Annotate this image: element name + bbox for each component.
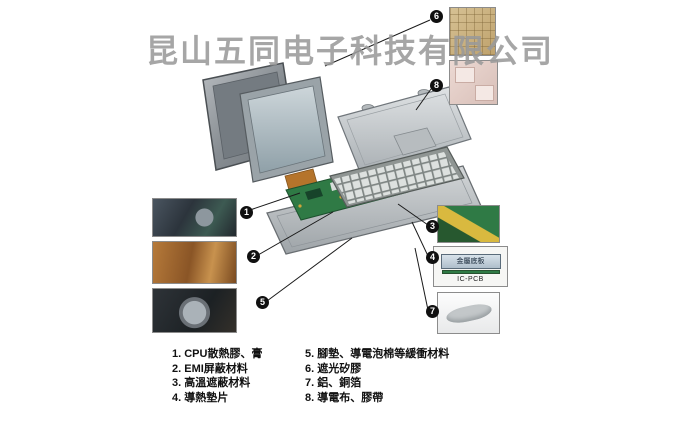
legend-item-6: 6. 遮光矽膠 [305,362,362,375]
callout-number: 2 [250,251,256,261]
callout-3: 3 [426,220,439,233]
callout-number: 4 [429,252,435,262]
callout-1: 1 [240,206,253,219]
legend-item-5: 5. 腳墊、導電泡棉等緩衝材料 [305,348,450,360]
photo-conductive-tape-pads [449,60,498,105]
top-case [337,86,472,173]
callout-lines [249,19,432,311]
touchpad [393,127,437,156]
thermal-pad-swatch [455,67,475,83]
callout-number: 1 [243,207,249,217]
callout-8: 8 [430,79,443,92]
metal-plate-label: 金屬底板 [440,254,501,269]
callout-6: 6 [430,10,443,23]
callout-number: 5 [259,297,265,307]
callout-number: 7 [429,306,435,316]
ic-pcb-label: IC-PCB [457,276,484,283]
photo-thermal-pad-diagram: 金屬底板 IC-PCB [433,246,508,287]
legend-column-left: 1. CPU散熱膠、膏 2. EMI屏蔽材料 3. 高溫遮蔽材料 4. 導熱墊片 [172,347,262,405]
foil-bracket-shape [444,301,494,326]
legend-item-7: 7. 鋁、銅箔 [305,377,362,389]
photo-cpu-thermal-paste [152,198,237,237]
photo-high-temp-masking [437,205,500,243]
callout-number: 6 [433,11,439,21]
callout-number: 3 [429,221,435,231]
legend-item-8: 8. 導電布、膠帶 [305,391,384,404]
pcb-strip [441,270,500,274]
legend-item-4: 4. 導熱墊片 [172,391,229,404]
legend-item-1: 1. CPU散熱膠、膏 [172,348,263,360]
legend-item-3: 3. 高溫遮蔽材料 [172,377,251,389]
keyboard [329,146,465,208]
legend-item-2: 2. EMI屏蔽材料 [172,362,248,375]
lcd-panel [239,76,334,191]
photo-foil-bracket [437,292,500,334]
photo-emi-shielding [152,241,237,284]
callout-5: 5 [256,296,269,309]
legend-column-right: 5. 腳墊、導電泡棉等緩衝材料 6. 遮光矽膠 7. 鋁、銅箔 8. 導電布、膠… [305,347,449,405]
thermal-pad-swatch [475,85,494,101]
callout-2: 2 [247,250,260,263]
photo-cushion-material [152,288,237,333]
callout-7: 7 [426,305,439,318]
photo-light-shield-silicone [449,7,496,56]
callout-number: 8 [433,80,439,90]
callout-4: 4 [426,251,439,264]
